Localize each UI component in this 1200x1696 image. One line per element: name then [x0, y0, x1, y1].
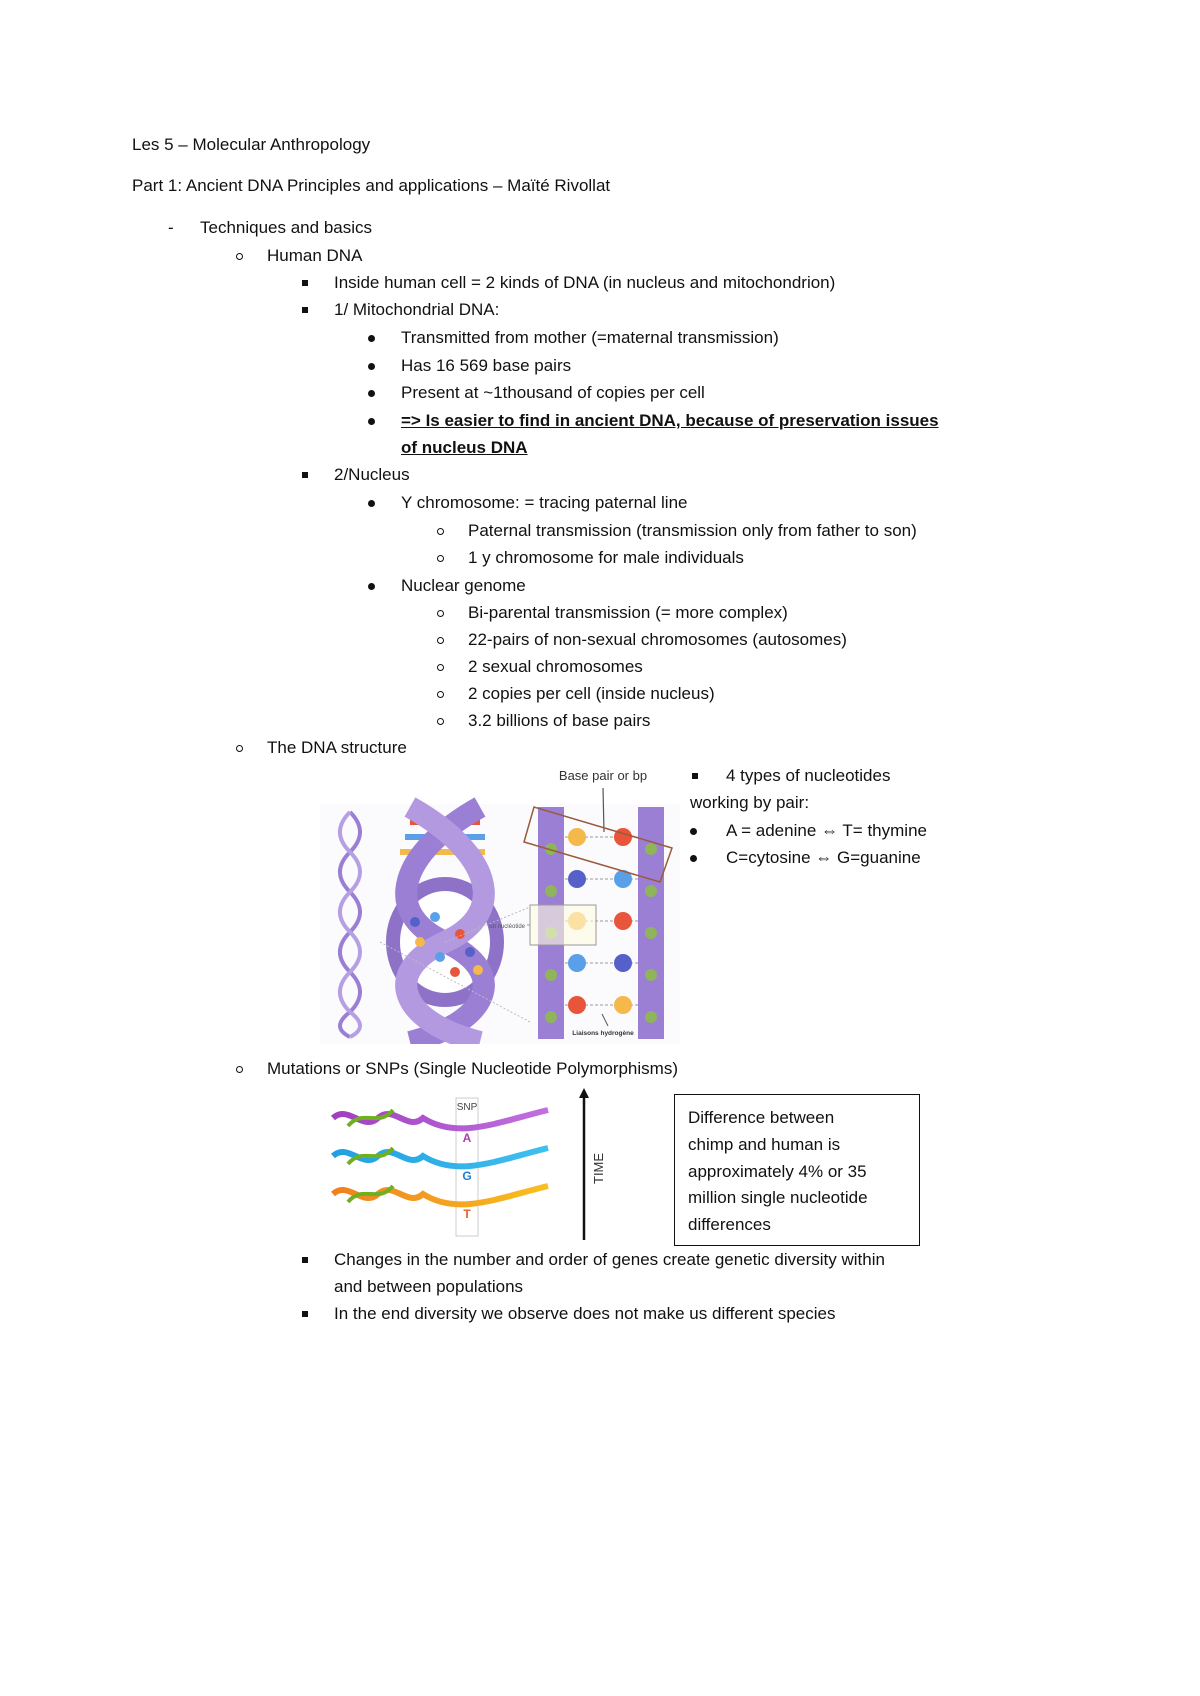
base-adenine [568, 996, 586, 1014]
changes-text-cont: and between populations [334, 1277, 524, 1296]
mito-item: Present at ~1thousand of copies per cell [401, 383, 705, 402]
deoxyribose [545, 885, 557, 897]
square-bullet [302, 280, 308, 286]
part-heading: Part 1: Ancient DNA Principles and appli… [132, 176, 611, 195]
dna-ladder [523, 806, 673, 1039]
circle-bullet [437, 691, 444, 698]
hydrogen-bond-label: Liaisons hydrogène [572, 1030, 634, 1037]
snp-figure: SNP A G T TIME [330, 1088, 606, 1240]
dna-structure-figure: Base pair or bp un nucléotide Liaisons h… [320, 768, 680, 1044]
deoxyribose [645, 927, 657, 939]
nuclear-item: 2 sexual chromosomes [468, 657, 643, 676]
deoxyribose [545, 843, 557, 855]
mito-item: Transmitted from mother (=maternal trans… [401, 328, 779, 347]
round-bullet [368, 583, 375, 590]
square-bullet [692, 773, 698, 779]
y-chromosome: Y chromosome: = tracing paternal line [401, 493, 688, 512]
base-cytosine [614, 870, 632, 888]
round-bullet [690, 855, 697, 862]
snp-base: G [462, 1169, 471, 1183]
circle-bullet [437, 610, 444, 617]
nucleotide-label: un nucléotide [489, 924, 525, 930]
circle-bullet [437, 718, 444, 725]
dna-structure-heading: The DNA structure [267, 738, 407, 757]
y-item: Paternal transmission (transmission only… [468, 521, 917, 540]
round-bullet [368, 335, 375, 342]
circle-bullet [437, 555, 444, 562]
square-bullet [302, 472, 308, 478]
time-label: TIME [591, 1153, 606, 1184]
circle-bullet [437, 528, 444, 535]
nuclear-item: 2 copies per cell (inside nucleus) [468, 684, 715, 703]
y-item: 1 y chromosome for male individuals [468, 548, 744, 567]
box-line: differences [688, 1215, 771, 1234]
circle-bullet [437, 637, 444, 644]
techniques-heading: Techniques and basics [200, 218, 373, 237]
inside-cell: Inside human cell = 2 kinds of DNA (in n… [334, 273, 836, 292]
box-line: approximately 4% or 35 [688, 1162, 867, 1181]
mutations-heading: Mutations or SNPs (Single Nucleotide Pol… [267, 1059, 678, 1078]
nuclear-item: 22-pairs of non-sexual chromosomes (auto… [468, 630, 847, 649]
circle-bullet [437, 664, 444, 671]
deoxyribose [645, 885, 657, 897]
base-cytosine [568, 954, 586, 972]
nucleus-heading: 2/Nucleus [334, 465, 410, 484]
deoxyribose [545, 969, 557, 981]
changes-text: Changes in the number and order of genes… [334, 1250, 885, 1269]
dna-strand [346, 1108, 395, 1128]
round-bullet [368, 390, 375, 397]
round-bullet [368, 500, 375, 507]
base-thymine [614, 996, 632, 1014]
mito-heading: 1/ Mitochondrial DNA: [334, 300, 500, 319]
base-guanine [614, 954, 632, 972]
mito-conclusion-cont: of nucleus DNA [401, 438, 528, 457]
nucleotides-text-cont: working by pair: [690, 793, 810, 812]
box-line: million single nucleotide [688, 1188, 868, 1207]
nucleotides-text: 4 types of nucleotides [726, 766, 891, 785]
snp-base: A [463, 1131, 472, 1145]
mito-conclusion: => Is easier to find in ancient DNA, bec… [401, 411, 939, 430]
human-dna: Human DNA [267, 246, 363, 265]
dna-strand [346, 1184, 395, 1204]
base-pair-label: Base pair or bp [559, 768, 647, 783]
end-text: In the end diversity we observe does not… [334, 1304, 836, 1323]
thin-helix [338, 810, 362, 1039]
box-line: Difference between [688, 1108, 835, 1127]
base-adenine [614, 828, 632, 846]
document-title: Les 5 – Molecular Anthropology [132, 135, 371, 154]
square-bullet [302, 1311, 308, 1317]
deoxyribose [645, 843, 657, 855]
box-line: chimp and human is [688, 1135, 841, 1154]
pair-item: A = adenine ⇔ T= thymine [726, 821, 927, 840]
round-bullet [690, 828, 697, 835]
nuclear-item: Bi-parental transmission (= more complex… [468, 603, 788, 622]
nuclear-item: 3.2 billions of base pairs [468, 711, 651, 730]
pair-item: C=cytosine ⇔ G=guanine [726, 848, 921, 867]
snp-base: T [463, 1207, 471, 1221]
dash-marker: - [168, 218, 174, 237]
base-thymine [568, 828, 586, 846]
circle-bullet [236, 253, 243, 260]
round-bullet [368, 418, 375, 425]
snp-label: SNP [457, 1102, 478, 1113]
chimp-human-difference-box [674, 1094, 920, 1246]
circle-bullet [236, 1066, 243, 1073]
dna-strand [346, 1146, 395, 1166]
nuclear-genome: Nuclear genome [401, 576, 526, 595]
deoxyribose [645, 969, 657, 981]
deoxyribose [645, 1011, 657, 1023]
round-bullet [368, 363, 375, 370]
square-bullet [302, 307, 308, 313]
circle-bullet [236, 745, 243, 752]
base-adenine [614, 912, 632, 930]
base-guanine [568, 870, 586, 888]
mito-item: Has 16 569 base pairs [401, 356, 572, 375]
square-bullet [302, 1257, 308, 1263]
deoxyribose [545, 1011, 557, 1023]
